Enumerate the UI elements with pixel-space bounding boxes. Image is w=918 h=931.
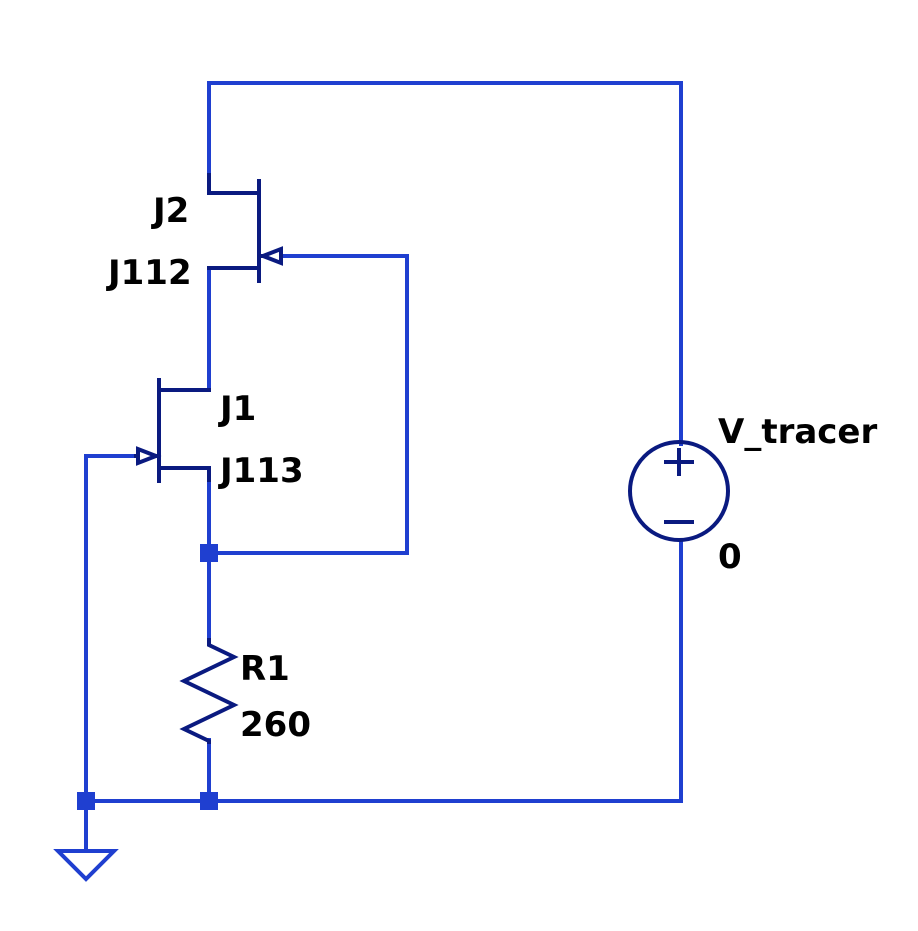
j1-ref-label: J1 <box>218 389 256 429</box>
v-tracer-ref-label: V_tracer <box>718 412 877 452</box>
j2-value-label: J112 <box>106 253 192 293</box>
junction-node-ground-r1[interactable] <box>200 792 218 810</box>
wire-j2-gate-feedback[interactable] <box>207 254 409 555</box>
wire-ground-bus[interactable] <box>84 538 683 803</box>
j1-value-label: J113 <box>218 451 304 491</box>
resistor-r1[interactable] <box>179 638 239 744</box>
wire-j1-gate-ground[interactable] <box>84 454 142 852</box>
junction-node-ground-left[interactable] <box>77 792 95 810</box>
v-tracer-value-label: 0 <box>718 537 742 577</box>
jfet-j1[interactable] <box>134 378 211 483</box>
junction-node-source[interactable] <box>200 544 218 562</box>
jfet-j2[interactable] <box>207 173 283 283</box>
ground-symbol[interactable] <box>53 849 119 882</box>
wires <box>84 81 683 852</box>
voltage-source-v-tracer[interactable] <box>628 440 730 542</box>
r1-ref-label: R1 <box>240 649 290 689</box>
j2-ref-label: J2 <box>151 191 189 231</box>
wire-top-loop[interactable] <box>207 81 683 446</box>
r1-value-label: 260 <box>240 705 311 745</box>
